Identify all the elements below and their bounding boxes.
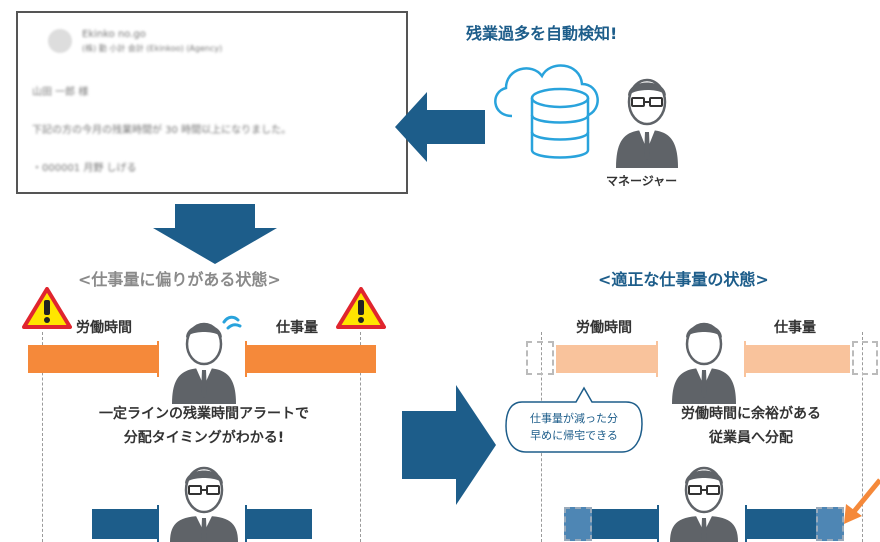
manager-label: マネージャー <box>606 174 678 188</box>
labor-time-bar <box>556 345 656 373</box>
right-caption: 労働時間に余裕がある 従業員へ分配 <box>646 402 856 450</box>
limit-line <box>360 332 361 542</box>
speech-bubble <box>505 386 643 453</box>
bar-end-tick <box>157 341 159 377</box>
email-sender: Ekinko no.go <box>82 29 146 40</box>
warning-icon <box>336 287 386 329</box>
bubble-line1: 仕事量が減った分 <box>530 412 618 425</box>
left-caption-line2: 分配タイミングがわかる! <box>123 430 285 446</box>
left-labor-label: 労働時間 <box>76 320 132 336</box>
email-screenshot: Ekinko no.go (株) 勤 小計 会計 (Ekinkoo) (Agen… <box>16 11 408 194</box>
person-icon <box>172 322 236 404</box>
right-caption-line2: 従業員へ分配 <box>709 430 793 446</box>
right-labor-label: 労働時間 <box>576 320 632 336</box>
arrow-down-icon <box>153 204 277 264</box>
email-sender-sub: (株) 勤 小計 会計 (Ekinkoo) (Agency) <box>82 44 223 53</box>
added-portion <box>564 507 592 541</box>
bar-start-tick <box>245 505 247 542</box>
left-caption: 一定ラインの残業時間アラートで 分配タイミングがわかる! <box>58 402 350 450</box>
labor-time-bar <box>92 509 158 539</box>
bar-end-tick <box>157 505 159 542</box>
labor-time-bar <box>28 345 158 373</box>
left-panel-title: <仕事量に偏りがある状態> <box>78 270 281 289</box>
warning-icon <box>22 287 72 329</box>
left-work-label: 仕事量 <box>276 320 318 336</box>
person-icon <box>672 322 736 404</box>
auto-detect-title: 残業過多を自動検知! <box>466 24 618 43</box>
cloud-database-icon <box>494 64 599 159</box>
workload-bar <box>746 509 816 539</box>
bar-end-tick <box>657 505 659 542</box>
workload-bar <box>746 345 850 373</box>
bar-end-tick <box>656 341 658 377</box>
labor-time-bar <box>592 509 658 539</box>
left-caption-line1: 一定ラインの残業時間アラートで <box>99 406 309 422</box>
person-icon <box>670 466 738 542</box>
email-item: ・000001 月野 しげる <box>32 163 137 174</box>
workload-bar <box>246 509 312 539</box>
bar-start-tick <box>245 341 247 377</box>
added-portion <box>816 507 844 541</box>
bubble-text: 仕事量が減った分 早めに帰宅できる <box>508 410 640 444</box>
sender-avatar <box>48 29 72 53</box>
limit-line <box>42 332 43 542</box>
workload-bar <box>246 345 376 373</box>
bar-start-tick <box>745 505 747 542</box>
right-work-label: 仕事量 <box>774 320 816 336</box>
right-panel-title: <適正な仕事量の状態> <box>598 270 769 289</box>
bar-start-tick <box>744 341 746 377</box>
arrow-right-icon <box>402 385 496 505</box>
sweat-drop-icon <box>222 315 242 330</box>
pointer-arrow-icon <box>844 478 880 524</box>
right-caption-line1: 労働時間に余裕がある <box>681 406 821 422</box>
email-greeting: 山田 一郎 様 <box>32 87 89 98</box>
person-icon <box>170 466 238 542</box>
email-message: 下記の方の今月の残業時間が 30 時間以上になりました。 <box>32 125 292 136</box>
bubble-line2: 早めに帰宅できる <box>530 429 618 442</box>
removed-portion <box>852 341 878 375</box>
limit-line <box>862 332 863 542</box>
removed-portion <box>526 341 554 375</box>
person-icon <box>616 78 678 168</box>
arrow-left-icon <box>395 92 485 162</box>
